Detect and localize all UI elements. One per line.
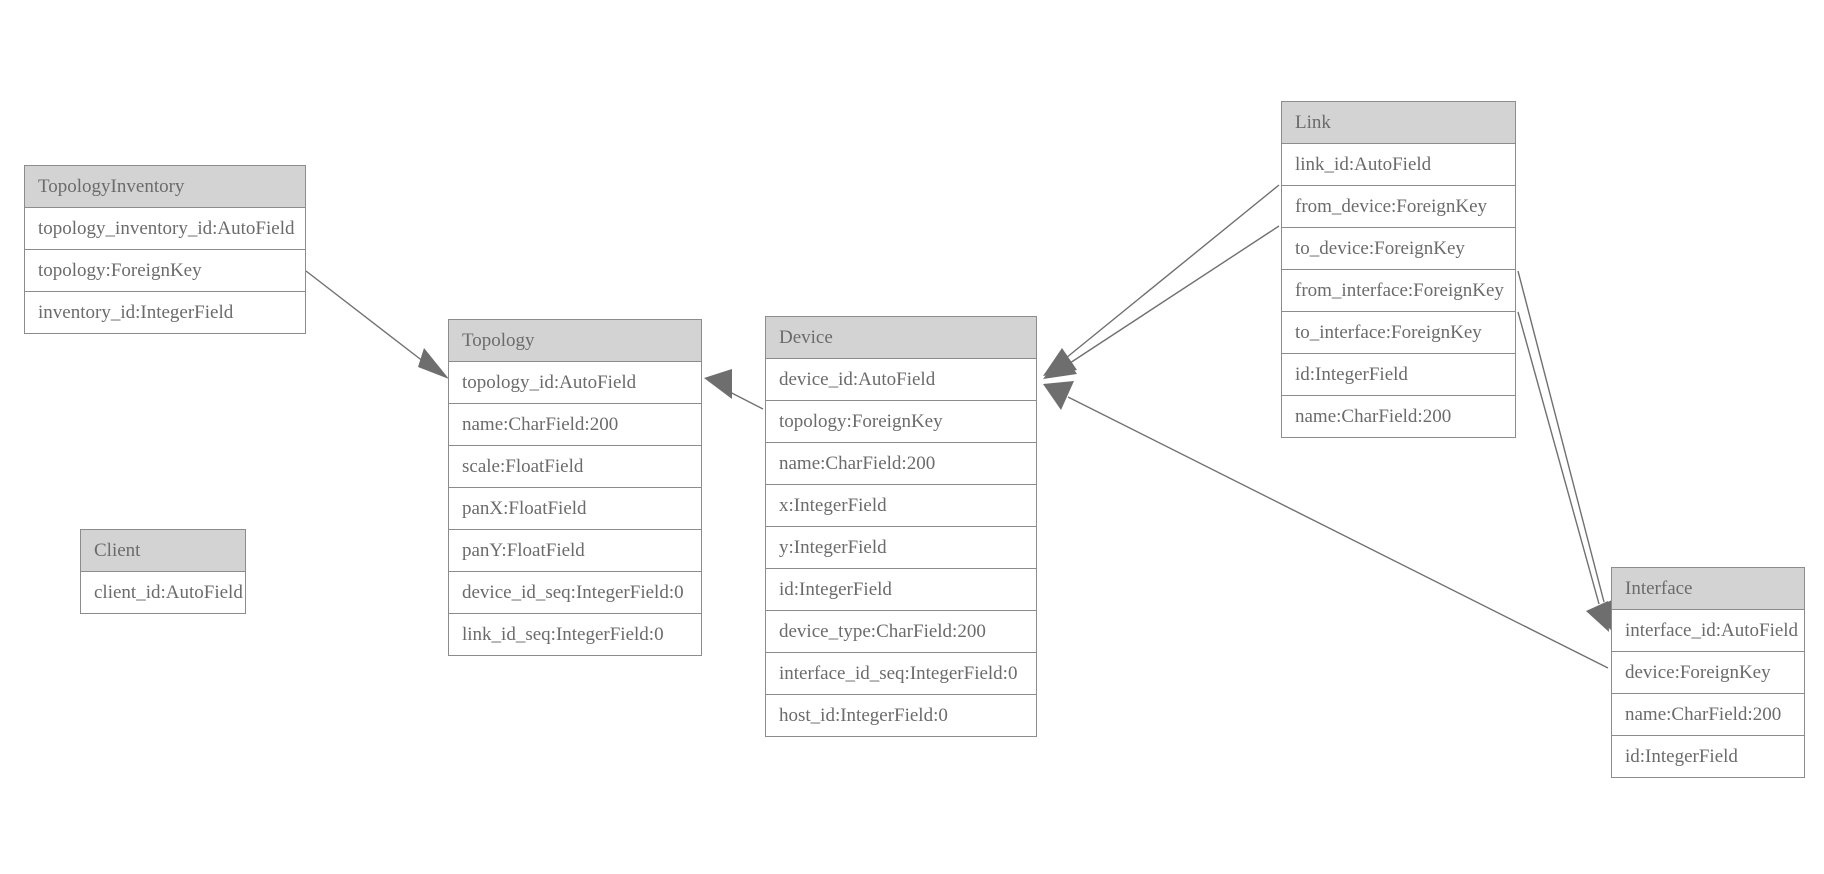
edge-link-interface-to [1517, 311, 1609, 632]
entity-field-row[interactable]: topology_id:AutoField [449, 362, 701, 404]
entity-field-row[interactable]: device_type:CharField:200 [766, 611, 1036, 653]
entity-field-row[interactable]: device:ForeignKey [1612, 652, 1804, 694]
edge-link-interface-from [1517, 270, 1613, 632]
entity-title-topology_inventory: TopologyInventory [25, 166, 305, 208]
entity-field-row[interactable]: client_id:AutoField [81, 572, 245, 613]
entity-field-row[interactable]: device_id_seq:IntegerField:0 [449, 572, 701, 614]
entity-field-row[interactable]: from_device:ForeignKey [1282, 186, 1515, 228]
entity-field-row[interactable]: scale:FloatField [449, 446, 701, 488]
entity-field-row[interactable]: topology:ForeignKey [766, 401, 1036, 443]
entity-title-client: Client [81, 530, 245, 572]
entity-title-link: Link [1282, 102, 1515, 144]
entity-title-topology: Topology [449, 320, 701, 362]
entity-field-row[interactable]: link_id_seq:IntegerField:0 [449, 614, 701, 655]
entity-field-row[interactable]: from_interface:ForeignKey [1282, 270, 1515, 312]
entity-field-row[interactable]: link_id:AutoField [1282, 144, 1515, 186]
entity-field-row[interactable]: x:IntegerField [766, 485, 1036, 527]
edge-topologyinventory-topology [305, 270, 449, 379]
entity-field-row[interactable]: topology:ForeignKey [25, 250, 305, 292]
edge-device-topology [704, 369, 764, 410]
entity-field-row[interactable]: name:CharField:200 [449, 404, 701, 446]
entity-title-device: Device [766, 317, 1036, 359]
entity-field-row[interactable]: host_id:IntegerField:0 [766, 695, 1036, 736]
entity-field-row[interactable]: interface_id_seq:IntegerField:0 [766, 653, 1036, 695]
entity-field-row[interactable]: inventory_id:IntegerField [25, 292, 305, 333]
entity-field-row[interactable]: device_id:AutoField [766, 359, 1036, 401]
entity-field-row[interactable]: name:CharField:200 [1282, 396, 1515, 437]
entity-field-row[interactable]: name:CharField:200 [1612, 694, 1804, 736]
entity-title-interface: Interface [1612, 568, 1804, 610]
entity-field-row[interactable]: to_interface:ForeignKey [1282, 312, 1515, 354]
entity-field-row[interactable]: panX:FloatField [449, 488, 701, 530]
entity-field-row[interactable]: id:IntegerField [766, 569, 1036, 611]
entity-field-row[interactable]: y:IntegerField [766, 527, 1036, 569]
edge-link-device-to [1043, 225, 1280, 379]
entity-field-row[interactable]: name:CharField:200 [766, 443, 1036, 485]
entity-field-row[interactable]: to_device:ForeignKey [1282, 228, 1515, 270]
entity-field-row[interactable]: panY:FloatField [449, 530, 701, 572]
entity-field-row[interactable]: id:IntegerField [1282, 354, 1515, 396]
entity-field-row[interactable]: interface_id:AutoField [1612, 610, 1804, 652]
edge-link-device-from [1043, 184, 1280, 376]
entity-field-row[interactable]: id:IntegerField [1612, 736, 1804, 777]
entity-field-row[interactable]: topology_inventory_id:AutoField [25, 208, 305, 250]
